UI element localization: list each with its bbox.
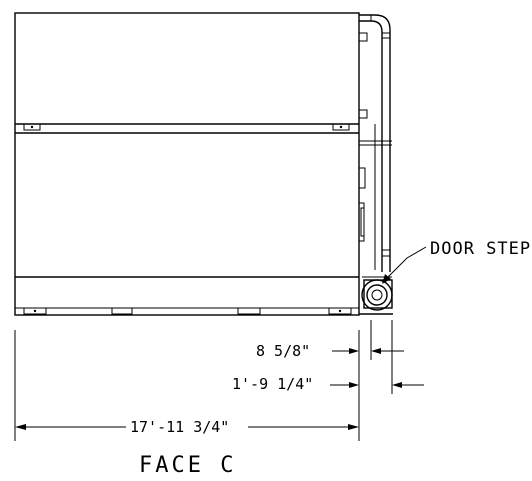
leader-line	[383, 246, 427, 282]
side-pipework	[358, 14, 392, 272]
door-hinge	[358, 167, 366, 189]
door-step	[359, 276, 393, 315]
pipe-outer-wall	[359, 14, 391, 272]
extension-lines	[14, 320, 393, 441]
door-hinges	[358, 167, 366, 242]
door-step-frame	[363, 279, 393, 309]
door-step-hub	[371, 289, 383, 301]
door-step-ring	[366, 284, 388, 306]
leader-arrowhead	[382, 274, 391, 284]
base-lug	[111, 307, 133, 315]
dim-overall-length-label: 17'-11 3/4"	[130, 418, 229, 436]
lug-hole	[338, 309, 342, 313]
dimension-step-depth: 8 5/8"	[256, 342, 404, 360]
door-handle-grip	[360, 207, 365, 237]
dim-step-total-label: 1'-9 1/4"	[232, 375, 313, 393]
base-lug	[328, 307, 352, 315]
base-lug	[23, 307, 47, 315]
dim-arrowhead	[371, 348, 381, 354]
base-lug	[237, 307, 261, 315]
lug-hole	[339, 125, 343, 129]
view-title: FACE C	[139, 453, 236, 478]
enclosure-body	[14, 12, 366, 316]
upper-lifting-lugs	[23, 123, 350, 131]
dim-arrowhead	[15, 424, 26, 430]
door-step-label: DOOR STEP	[430, 239, 531, 259]
base-lugs	[23, 307, 352, 315]
door-step-callout: DOOR STEP	[382, 239, 531, 284]
dim-arrowhead	[349, 348, 359, 354]
dim-arrowhead	[392, 382, 402, 388]
lifting-lug	[23, 123, 41, 131]
lug-hole	[30, 125, 34, 129]
dim-arrowhead	[348, 424, 359, 430]
lifting-lug	[332, 123, 350, 131]
dimension-step-total: 1'-9 1/4"	[232, 375, 424, 393]
dim-arrowhead	[349, 382, 359, 388]
pipe-inner-wall	[359, 20, 383, 272]
pipe-bracket	[358, 109, 368, 119]
enclosure-outline	[14, 12, 360, 316]
lug-hole	[33, 309, 37, 313]
dim-step-depth-label: 8 5/8"	[256, 342, 310, 360]
dimension-overall-length: 17'-11 3/4"	[15, 418, 359, 436]
pipe-bracket	[358, 32, 368, 42]
